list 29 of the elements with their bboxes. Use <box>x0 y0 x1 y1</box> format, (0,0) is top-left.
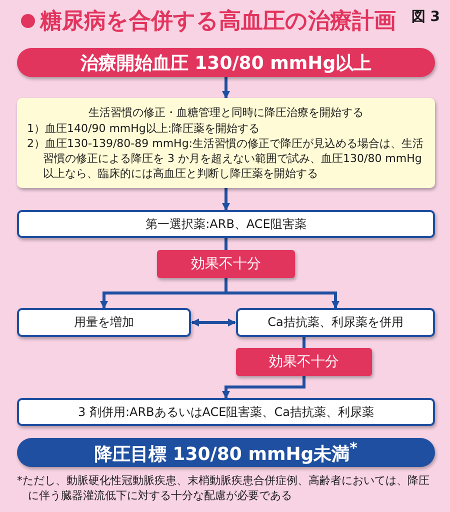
box-text: 用量を増加 <box>74 314 134 331</box>
list-item: 2）血圧130-139/80-89 mmHg:生活習慣の修正で降圧が見込める場合は、生活習慣の修正による降圧を 3 か月を超えない範囲で試み、血圧130/80 mmHg以上なら、臨床的には高血圧と判断し降圧薬を開始する <box>27 136 425 181</box>
condition-tag <box>236 348 372 376</box>
process-box <box>17 308 191 337</box>
process-box <box>236 308 435 337</box>
arrow <box>222 77 230 99</box>
list-item: 1）血圧140/90 mmHg以上:降圧薬を開始する <box>27 121 261 136</box>
box-text: 効果不十分 <box>191 255 261 273</box>
condition-tag <box>157 250 295 278</box>
box-text: 第一選択薬:ARB、ACE阻害薬 <box>146 216 306 232</box>
goal-banner <box>17 438 435 467</box>
arrow <box>191 318 236 326</box>
box-text: Ca拮抗薬、利尿薬を併用 <box>268 314 404 331</box>
box-text: 降圧目標 130/80 mmHg未満$^{*}$ <box>94 439 358 466</box>
box-text: 治療開始血圧 130/80 mmHg以上 <box>80 52 372 74</box>
arrow <box>224 278 340 309</box>
start-banner <box>17 48 435 77</box>
footnote: *ただし、動脈硬化性冠動脈疾患、末梢動脈疾患合併症例、高齢者においては、降圧に伴う臓器灌流低下に対する十分な配慮が必要である <box>17 473 430 503</box>
title: 糖尿病を合併する高血圧の治療計画 <box>40 8 396 36</box>
box-text: 3 剤併用:ARBあるいはACE阻害薬、Ca拮抗薬、利尿薬 <box>78 404 374 420</box>
connector-line <box>224 238 228 250</box>
box-text: 効果不十分 <box>269 353 339 371</box>
box-heading: 生活習慣の修正・血糖管理と同時に降圧治療を開始する <box>88 105 364 120</box>
note-box <box>17 98 435 188</box>
process-box <box>17 210 435 238</box>
arrow <box>222 188 230 211</box>
figure-number: 図 3 <box>411 8 440 26</box>
process-box <box>17 398 435 426</box>
arrow <box>222 376 306 399</box>
